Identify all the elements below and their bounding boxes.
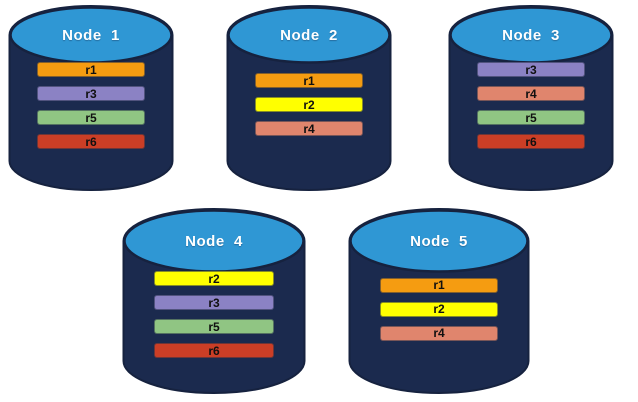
node-title: Node 5 — [410, 233, 468, 250]
replica-bar[interactable]: r2 — [380, 301, 498, 317]
replica-bar[interactable]: r3 — [154, 295, 274, 310]
database-node[interactable]: Node 5 r1 r2 r4 — [348, 208, 530, 395]
replica-list: r1 r2 r4 — [348, 277, 530, 341]
cylinder-top — [227, 6, 391, 64]
replica-bar[interactable]: r5 — [154, 319, 274, 334]
database-node[interactable]: Node 1 r1 r3 r5 r6 — [8, 5, 174, 192]
replica-list: r2 r3 r5 r6 — [122, 271, 306, 358]
replica-bar[interactable]: r5 — [477, 110, 585, 125]
database-node[interactable]: Node 4 r2 r3 r5 r6 — [122, 208, 306, 395]
replica-bar[interactable]: r6 — [154, 343, 274, 358]
replica-bar[interactable]: r3 — [477, 62, 585, 77]
replica-bar[interactable]: r4 — [380, 325, 498, 341]
replica-bar[interactable]: r2 — [255, 97, 363, 112]
replica-bar[interactable]: r4 — [477, 86, 585, 101]
node-title: Node 3 — [502, 27, 560, 44]
replica-bar[interactable]: r2 — [154, 271, 274, 286]
node-title: Node 1 — [62, 27, 120, 44]
replica-bar[interactable]: r4 — [255, 121, 363, 136]
replica-bar[interactable]: r3 — [37, 86, 145, 101]
replica-list: r3 r4 r5 r6 — [448, 62, 614, 149]
cylinder-shape — [348, 208, 530, 394]
node-title: Node 2 — [280, 27, 338, 44]
node-title: Node 4 — [185, 233, 243, 250]
cylinder-top — [349, 209, 529, 273]
database-node[interactable]: Node 3 r3 r4 r5 r6 — [448, 5, 614, 192]
replica-list: r1 r2 r4 — [226, 73, 392, 136]
replica-bar[interactable]: r1 — [255, 73, 363, 88]
database-node[interactable]: Node 2 r1 r2 r4 — [226, 5, 392, 192]
replica-bar[interactable]: r5 — [37, 110, 145, 125]
replica-bar[interactable]: r6 — [477, 134, 585, 149]
replica-bar[interactable]: r1 — [380, 277, 498, 293]
replica-bar[interactable]: r6 — [37, 134, 145, 149]
replica-list: r1 r3 r5 r6 — [8, 62, 174, 149]
replica-bar[interactable]: r1 — [37, 62, 145, 77]
